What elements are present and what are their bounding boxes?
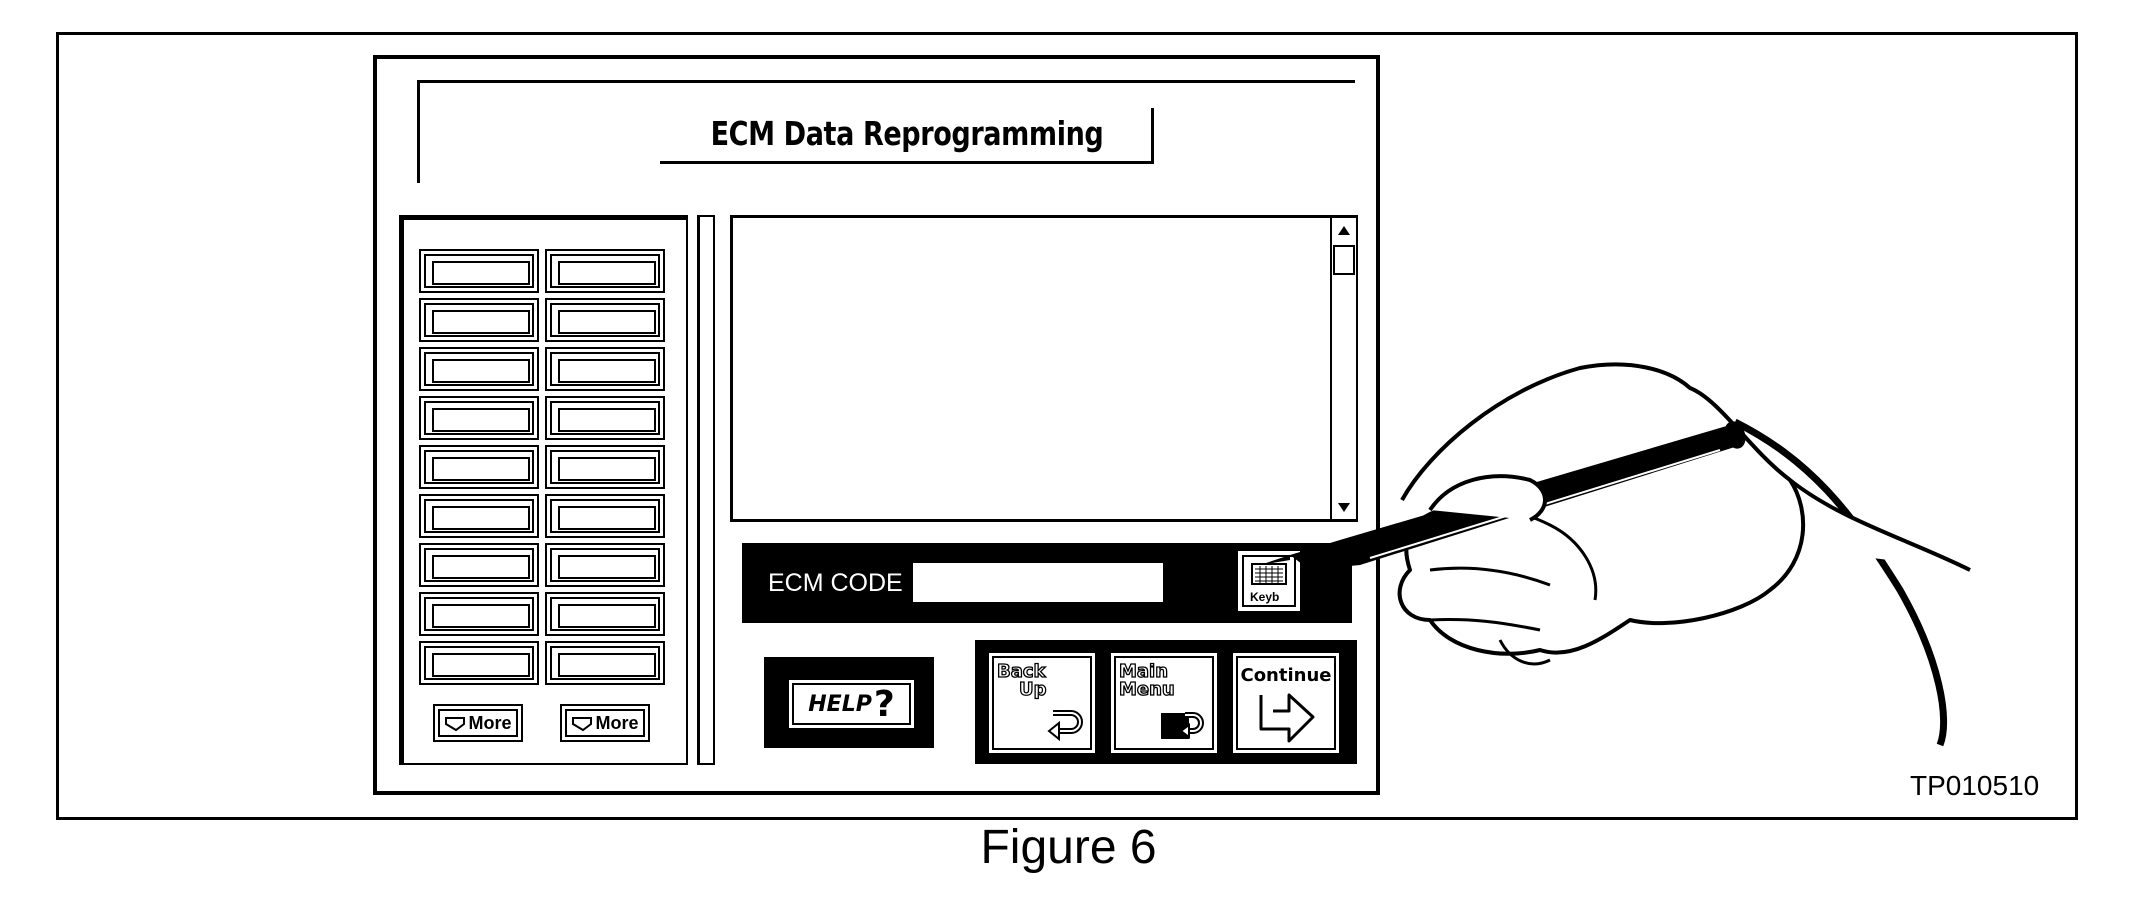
back-up-button[interactable]: Back Up [987, 651, 1097, 755]
list-slot[interactable] [545, 298, 665, 342]
main-menu-label: Main Menu [1118, 661, 1175, 700]
more-label: More [595, 712, 639, 733]
more-button-left[interactable]: More [433, 704, 523, 742]
help-button[interactable]: HELP ? [787, 678, 916, 730]
list-slot[interactable] [419, 641, 539, 685]
figure-frame [56, 32, 2078, 820]
more-label: More [468, 712, 512, 733]
continue-arrow-icon [1259, 693, 1315, 743]
back-up-label-line1: Back [996, 661, 1046, 682]
title-box [660, 108, 1154, 164]
more-arrow-icon [445, 717, 466, 732]
list-slot[interactable] [419, 396, 539, 440]
figure-code: TP010510 [1910, 770, 2040, 801]
list-slot[interactable] [545, 543, 665, 587]
list-slot[interactable] [419, 298, 539, 342]
scroll-thumb[interactable] [1333, 245, 1355, 275]
scroll-down-arrow-icon[interactable] [1334, 500, 1354, 516]
panel-divider [697, 215, 715, 765]
list-slot[interactable] [419, 543, 539, 587]
back-up-label-line2: Up [1018, 679, 1047, 700]
scroll-up-arrow-icon[interactable] [1334, 222, 1354, 238]
page-title: ECM Data Reprogramming [710, 114, 1104, 153]
more-button-right[interactable]: More [560, 704, 650, 742]
list-slot[interactable] [545, 347, 665, 391]
selection-list-panel [399, 215, 688, 765]
list-slot[interactable] [545, 445, 665, 489]
message-text-area[interactable] [730, 215, 1358, 522]
return-arrow-icon [1047, 710, 1083, 742]
main-menu-label-line1: Main [1118, 661, 1169, 682]
list-slot[interactable] [545, 249, 665, 293]
continue-button[interactable]: Continue [1231, 651, 1341, 755]
list-slot[interactable] [419, 249, 539, 293]
list-slot[interactable] [545, 396, 665, 440]
scrollbar[interactable] [1330, 218, 1356, 520]
main-menu-button[interactable]: Main Menu [1109, 651, 1219, 755]
list-slot[interactable] [545, 641, 665, 685]
hand-with-stylus-icon [1260, 362, 1971, 747]
keyboard-button[interactable]: Keyb [1236, 549, 1302, 613]
list-slot[interactable] [419, 592, 539, 636]
back-up-label: Back Up [996, 661, 1047, 700]
help-label: HELP [808, 691, 872, 717]
figure-caption: Figure 6 [980, 821, 1157, 874]
list-slot[interactable] [419, 494, 539, 538]
keyboard-label: Keyb [1250, 590, 1280, 604]
title-rule-left [417, 80, 420, 183]
list-slot[interactable] [419, 347, 539, 391]
continue-label: Continue [1240, 665, 1332, 686]
keyboard-icon [1251, 563, 1287, 585]
title-rule-top [417, 80, 1355, 83]
more-arrow-icon [572, 717, 593, 732]
list-slot[interactable] [419, 445, 539, 489]
ecm-code-label: ECM CODE [768, 569, 903, 597]
main-menu-label-line2: Menu [1118, 679, 1175, 700]
list-slot[interactable] [545, 494, 665, 538]
ecm-code-input[interactable] [913, 563, 1163, 602]
question-mark-icon: ? [873, 683, 895, 725]
list-slot[interactable] [545, 592, 665, 636]
main-menu-icon [1161, 712, 1204, 739]
